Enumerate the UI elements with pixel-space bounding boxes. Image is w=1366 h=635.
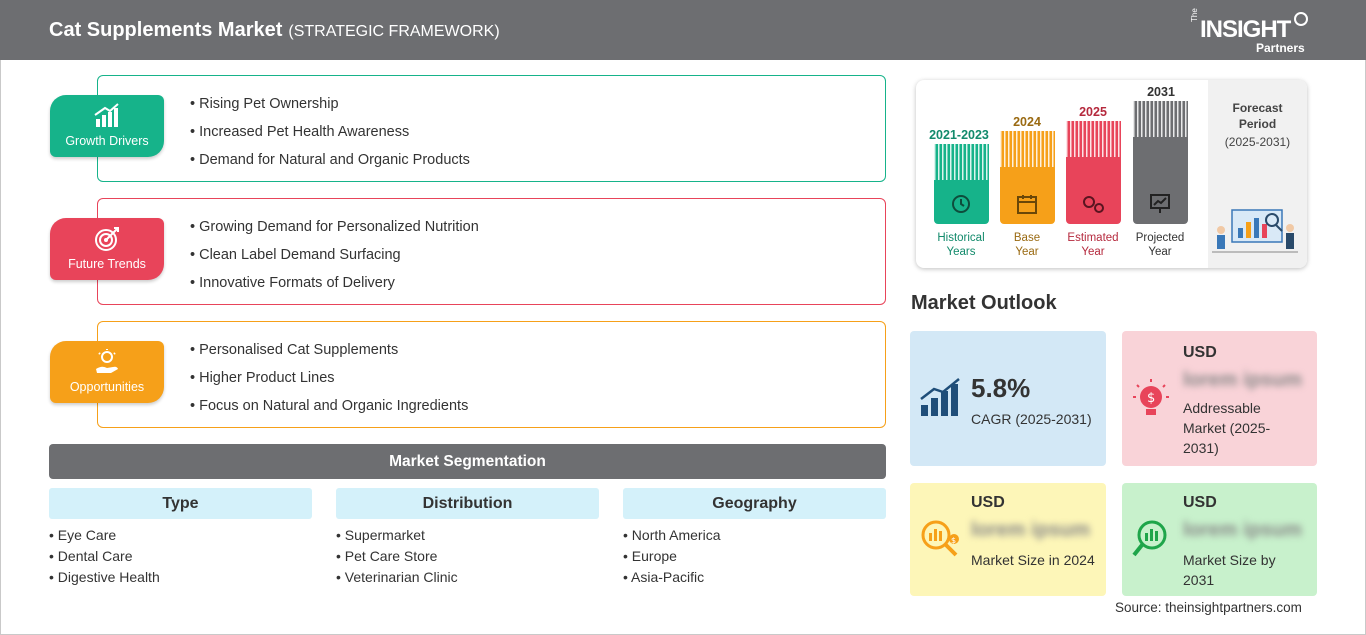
list-item: Europe <box>623 546 886 567</box>
list-item: Higher Product Lines <box>190 368 468 396</box>
addressable-usd: USD <box>1183 344 1217 361</box>
list-item: Eye Care <box>49 525 312 546</box>
list-item: Supermarket <box>336 525 599 546</box>
analytics-illustration-icon <box>1212 209 1298 253</box>
growth-drivers-badge: Growth Drivers <box>50 95 164 157</box>
segment-distribution: Distribution Supermarket Pet Care Store … <box>336 488 599 588</box>
future-trends-badge: Future Trends <box>50 218 164 280</box>
size-2031-label: Market Size by 2031 <box>1183 552 1276 588</box>
badge-label: Future Trends <box>68 257 146 271</box>
timeline-year-projected: 2031 <box>1147 85 1175 99</box>
cagr-card <box>910 331 1106 466</box>
bar-stripes <box>1000 131 1055 167</box>
growth-drivers-card: Rising Pet Ownership Increased Pet Healt… <box>97 75 886 182</box>
growth-chart-icon <box>94 103 119 127</box>
presentation-chart-icon <box>1150 194 1170 213</box>
timeline-bar-base <box>1000 131 1055 224</box>
list-item: Focus on Natural and Organic Ingredients <box>190 396 468 424</box>
addressable-market-card: USD lorem ipsum $ Addressable Market (20… <box>1122 331 1317 466</box>
header-bar: Cat Supplements Market(STRATEGIC FRAMEWO… <box>0 0 1366 60</box>
segment-heading: Distribution <box>336 488 599 519</box>
page-subtitle: (STRATEGIC FRAMEWORK) <box>288 23 500 40</box>
timeline-bar-projected <box>1133 101 1188 224</box>
bar-stripes <box>1133 101 1188 137</box>
opportunities-badge: Opportunities <box>50 341 164 403</box>
size-2031-usd: USD <box>1183 494 1217 511</box>
calendar-icon <box>1017 195 1037 214</box>
timeline-year-estimated: 2025 <box>1079 105 1107 119</box>
logo-insight: INSIGHT <box>1200 16 1291 43</box>
market-outlook-title: Market Outlook <box>911 292 1057 314</box>
svg-text:$: $ <box>951 536 956 545</box>
opportunities-list: Personalised Cat Supplements Higher Prod… <box>190 340 468 424</box>
addressable-value-blurred: lorem ipsum <box>1183 369 1302 391</box>
source-citation: Source: theinsightpartners.com <box>1115 600 1302 615</box>
addressable-label: Addressable Market (2025-2031) <box>1183 400 1271 456</box>
badge-label: Opportunities <box>69 380 145 394</box>
logo-ring-icon <box>1294 12 1308 26</box>
timeline-year-base: 2024 <box>1013 115 1041 129</box>
badge-label: Growth Drivers <box>65 134 149 148</box>
list-item: Dental Care <box>49 546 312 567</box>
cagr-value: 5.8% <box>971 373 1031 403</box>
segment-type: Type Eye Care Dental Care Digestive Heal… <box>49 488 312 588</box>
opportunities-card: Personalised Cat Supplements Higher Prod… <box>97 321 886 428</box>
cagr-label: CAGR (2025-2031) <box>971 411 1092 427</box>
forecast-period-text: Forecast Period (2025-2031) <box>1224 101 1291 149</box>
history-clock-icon <box>952 195 970 213</box>
cagr-label-wrap: CAGR (2025-2031) <box>971 409 1101 429</box>
growth-chart-icon <box>920 378 960 416</box>
size-2024-label: Market Size in 2024 <box>971 552 1095 568</box>
list-item: Innovative Formats of Delivery <box>190 273 479 301</box>
bulb-dollar-icon: $ <box>1133 379 1169 415</box>
future-trends-list: Growing Demand for Personalized Nutritio… <box>190 217 479 301</box>
list-item: Clean Label Demand Surfacing <box>190 245 479 273</box>
list-item: Increased Pet Health Awareness <box>190 122 470 150</box>
market-segmentation-header: Market Segmentation <box>49 444 886 479</box>
segment-heading: Type <box>49 488 312 519</box>
segment-heading: Geography <box>623 488 886 519</box>
list-item: North America <box>623 525 886 546</box>
idea-hand-icon <box>96 349 118 373</box>
forecast-period-panel: Forecast Period (2025-2031) <box>1208 80 1307 268</box>
market-size-search-icon: $ <box>921 520 959 557</box>
list-item: Asia-Pacific <box>623 567 886 588</box>
market-size-2024-card: USD lorem ipsum $ Market Size in 2024 <box>910 483 1106 596</box>
size-2031-value-blurred: lorem ipsum <box>1183 519 1302 541</box>
list-item: Growing Demand for Personalized Nutritio… <box>190 217 479 245</box>
list-item: Veterinarian Clinic <box>336 567 599 588</box>
list-item: Personalised Cat Supplements <box>190 340 468 368</box>
timeline-bar-estimated <box>1066 121 1121 224</box>
list-item: Rising Pet Ownership <box>190 94 470 122</box>
timeline-year-historical: 2021-2023 <box>929 128 989 142</box>
future-trends-card: Growing Demand for Personalized Nutritio… <box>97 198 886 305</box>
timeline-bar-historical <box>934 144 989 224</box>
growth-drivers-list: Rising Pet Ownership Increased Pet Healt… <box>190 94 470 178</box>
bar-stripes <box>1066 121 1121 157</box>
gears-icon <box>1083 196 1104 213</box>
market-size-forecast-icon <box>1132 520 1167 557</box>
logo-partners: Partners <box>1256 41 1305 55</box>
logo-the: The <box>1190 8 1199 22</box>
list-item: Digestive Health <box>49 567 312 588</box>
segment-geography: Geography North America Europe Asia-Paci… <box>623 488 886 588</box>
page-title: Cat Supplements Market(STRATEGIC FRAMEWO… <box>49 19 500 41</box>
svg-text:$: $ <box>1147 391 1155 406</box>
size-2024-value-blurred: lorem ipsum <box>971 519 1090 541</box>
market-size-2031-card: USD lorem ipsum Market Size by 2031 <box>1122 483 1317 596</box>
list-item: Pet Care Store <box>336 546 599 567</box>
target-icon <box>95 227 119 251</box>
bar-stripes <box>934 144 989 180</box>
size-2024-usd: USD <box>971 494 1005 511</box>
list-item: Demand for Natural and Organic Products <box>190 150 470 178</box>
insight-partners-logo[interactable]: The INSIGHT Partners <box>1190 8 1310 55</box>
